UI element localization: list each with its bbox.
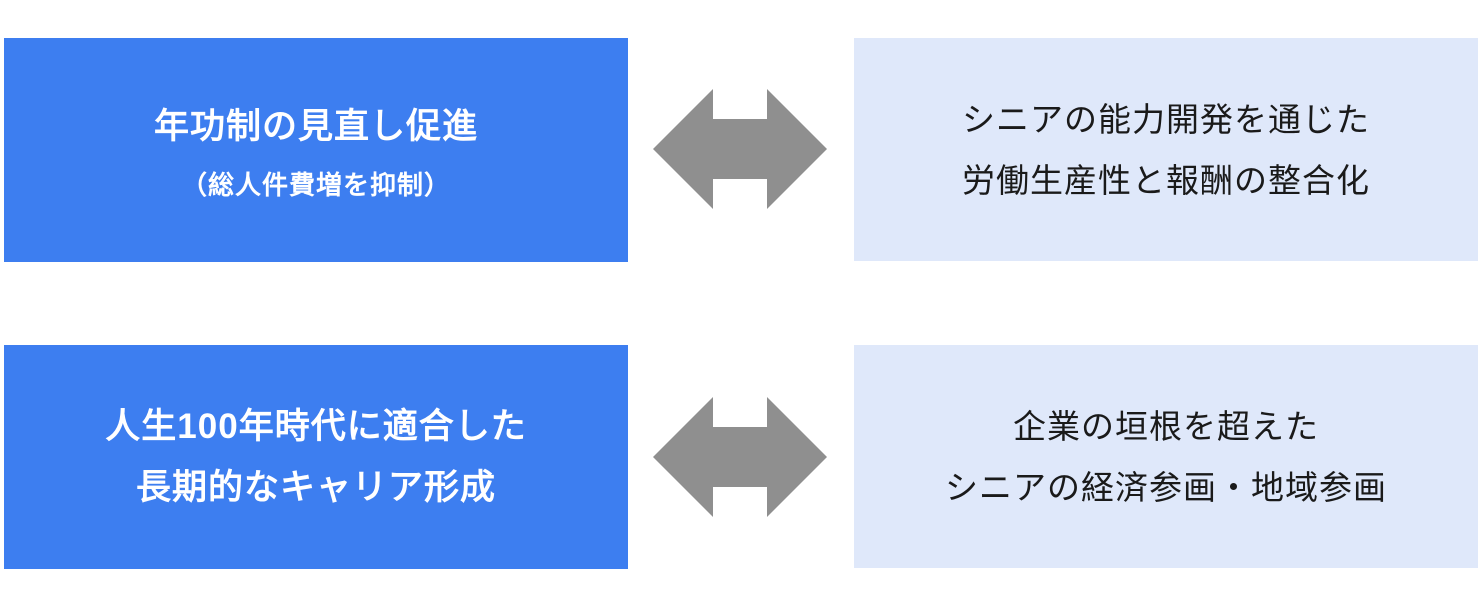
row2-double-arrow: [653, 397, 827, 517]
row1-right-text-line2: 労働生産性と報酬の整合化: [962, 161, 1370, 199]
row1-right-text-line1: シニアの能力開発を通じた: [962, 100, 1370, 138]
row2-left-text-line1: 人生100年時代に適合した: [105, 407, 527, 446]
row2-right-text-line1: 企業の垣根を超えた: [1013, 407, 1319, 445]
row2-left-text-line2: 長期的なキャリア形成: [135, 468, 496, 507]
row1-left-box: 年功制の見直し促進 （総人件費増を抑制）: [4, 38, 628, 262]
double-arrow-icon: [653, 89, 827, 209]
row2-left-box: 人生100年時代に適合した 長期的なキャリア形成: [4, 345, 628, 569]
double-arrow-icon: [653, 397, 827, 517]
row1-left-main-text: 年功制の見直し促進: [153, 106, 478, 146]
row1-right-box: シニアの能力開発を通じた 労働生産性と報酬の整合化: [854, 38, 1478, 261]
row2-right-box: 企業の垣根を超えた シニアの経済参画・地域参画: [854, 345, 1478, 568]
row1-left-sub-text: （総人件費増を抑制）: [180, 169, 451, 200]
row1-double-arrow: [653, 89, 827, 209]
row2-right-text-line2: シニアの経済参画・地域参画: [945, 468, 1387, 506]
